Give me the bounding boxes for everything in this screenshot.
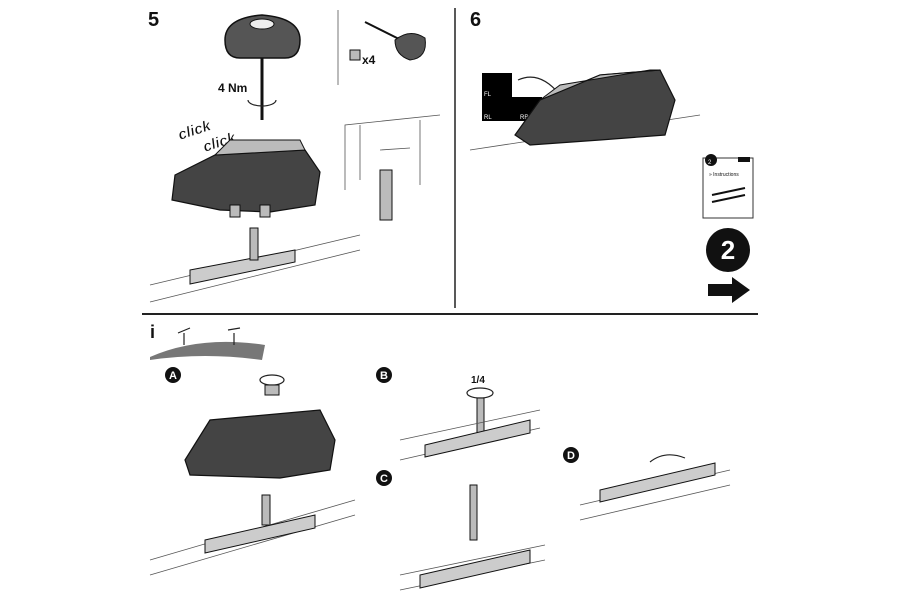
step-5-panel: 5 4 Nm click click x4	[148, 9, 441, 303]
instruction-booklet-icon: 2 » Instructions	[702, 154, 754, 219]
badge-b	[376, 367, 392, 383]
pos-rl: RL	[484, 115, 492, 121]
info-panel: i A B 1/4 C D	[149, 322, 731, 591]
quantity-label: x4	[362, 53, 376, 67]
foot-unit-a	[184, 409, 336, 479]
label-c: C	[380, 473, 388, 485]
step-6-number: 6	[470, 9, 481, 31]
rotate-icon-b	[466, 387, 494, 399]
badge-c	[376, 470, 392, 486]
next-step-badge	[706, 228, 750, 272]
booklet-text: » Instructions	[709, 172, 739, 178]
arrow-right-icon	[708, 277, 750, 303]
pos-fl: FL	[484, 92, 492, 98]
pos-rr: RR	[520, 115, 529, 121]
torque-label: 4 Nm	[218, 81, 247, 95]
clamp-plate	[189, 249, 296, 285]
booklet-number: 2	[708, 160, 712, 166]
bolt-icon	[349, 49, 361, 61]
foot-unit-6	[514, 69, 676, 146]
label-d: D	[567, 450, 575, 462]
step-6-panel: 6 FL RL RR 2 » Instructions 2	[469, 9, 754, 303]
rotation-label: 1/4	[471, 375, 485, 386]
next-step-number: 2	[721, 235, 735, 265]
roof-profile-icon	[150, 341, 265, 360]
badge-d	[563, 447, 579, 463]
foot-unit	[171, 139, 321, 218]
hex-key-icon	[364, 21, 426, 61]
label-a: A	[169, 370, 177, 382]
torque-key-icon	[224, 14, 301, 120]
badge-a	[165, 367, 181, 383]
rotate-icon-a	[259, 374, 285, 386]
label-b: B	[380, 370, 388, 382]
info-icon: i	[150, 322, 155, 342]
step-5-number: 5	[148, 9, 159, 31]
flip-arrow-icon	[649, 454, 686, 463]
